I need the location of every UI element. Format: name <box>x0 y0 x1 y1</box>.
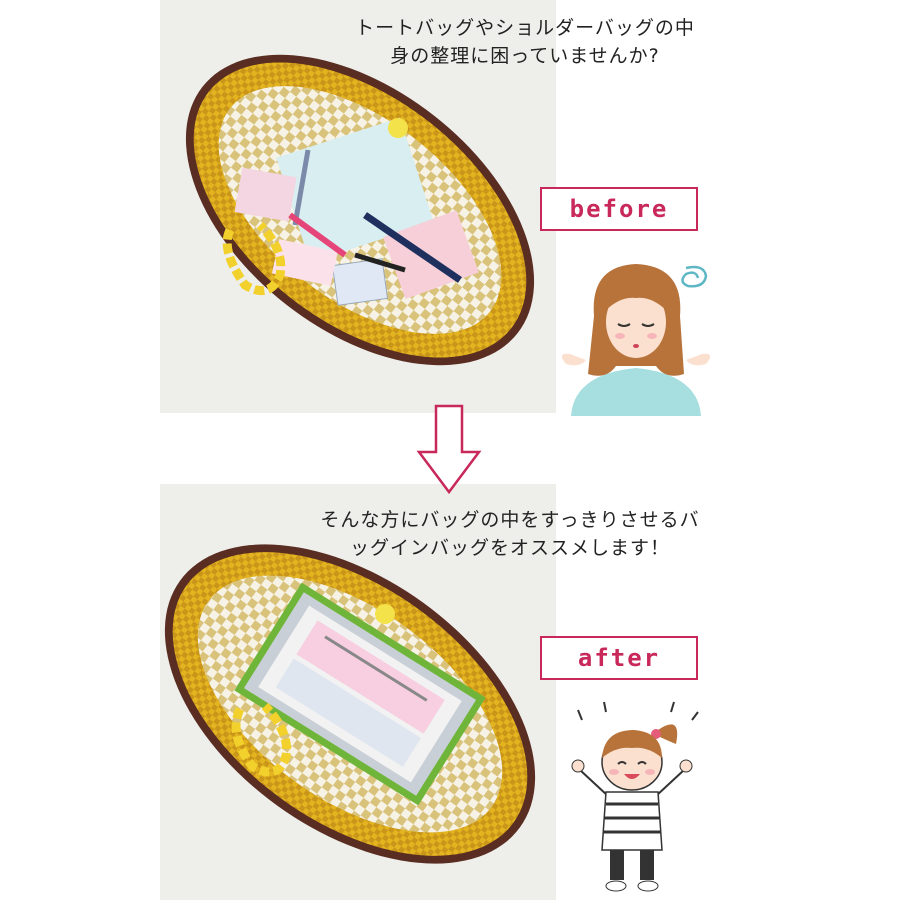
caption-top-line-2: 身の整理に困っていませんか? <box>390 45 660 67</box>
caption-recommendation: そんな方にバッグの中をすっきりさせるバ ッグインバッグをオススメします！ <box>290 506 730 562</box>
after-label: after <box>540 636 698 680</box>
caption-bottom-line-1: そんな方にバッグの中をすっきりさせるバ <box>320 509 700 531</box>
happy-girl-illustration <box>571 701 699 892</box>
confused-woman-illustration <box>561 264 711 416</box>
caption-bottom-line-2: ッグインバッグをオススメします！ <box>349 537 670 559</box>
down-arrow-icon <box>416 404 482 495</box>
before-bag-photo <box>160 0 556 413</box>
caption-question: トートバッグやショルダーバッグの中 身の整理に困っていませんか? <box>330 14 720 70</box>
after-bag-photo <box>160 484 556 900</box>
caption-top-line-1: トートバッグやショルダーバッグの中 <box>355 17 695 39</box>
before-label: before <box>540 187 698 231</box>
